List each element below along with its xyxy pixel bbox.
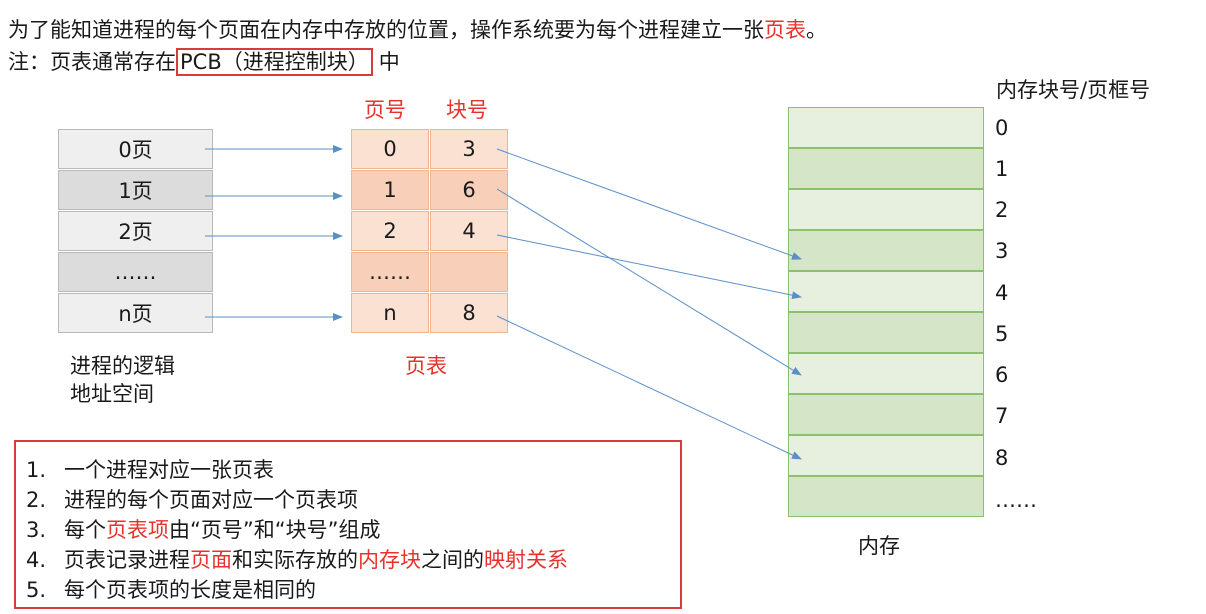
note-item: 1.一个进程对应一张页表 xyxy=(26,458,274,482)
page-table-block-cell xyxy=(430,252,508,292)
memory-block xyxy=(788,230,984,271)
memory-block xyxy=(788,353,984,394)
memory-block-number: 8 xyxy=(995,446,1009,470)
memory-block xyxy=(788,435,984,476)
memory-block-number: 2 xyxy=(995,198,1009,222)
logical-page-cell: 2页 xyxy=(58,211,213,251)
logical-page-cell: …… xyxy=(58,252,213,292)
header-line-1-end: 。 xyxy=(806,18,827,42)
page-table-block-cell: 3 xyxy=(430,129,508,169)
arrow-entry-n-to-block-8 xyxy=(496,315,802,460)
note-item: 5.每个页表项的长度是相同的 xyxy=(26,578,316,602)
header-line-1-text: 为了能知道进程的每个页面在内存中存放的位置，操作系统要为每个进程建立一张 xyxy=(8,18,764,42)
header-line-1: 为了能知道进程的每个页面在内存中存放的位置，操作系统要为每个进程建立一张页表。 xyxy=(8,14,827,44)
memory-block-number: 3 xyxy=(995,239,1009,263)
memory-caption: 内存 xyxy=(858,534,900,558)
memory-block-number: 0 xyxy=(995,116,1009,140)
header-line-2-suffix: 中 xyxy=(378,50,400,74)
memory-block xyxy=(788,189,984,230)
notes-box: 1.一个进程对应一张页表 2.进程的每个页面对应一个页表项 3.每个页表项由“页… xyxy=(14,440,682,609)
logical-space-caption-1: 进程的逻辑 xyxy=(70,354,175,378)
header-highlight-page-table: 页表 xyxy=(764,18,806,42)
memory-block xyxy=(788,271,984,312)
memory-block-number: 7 xyxy=(995,404,1009,428)
memory-block-number: …… xyxy=(995,488,1037,512)
page-table-page-cell: n xyxy=(351,293,429,333)
memory-block xyxy=(788,148,984,189)
logical-page-cell: 0页 xyxy=(58,129,213,169)
logical-page-cell: 1页 xyxy=(58,170,213,210)
page-table-page-cell: 1 xyxy=(351,170,429,210)
page-table-page-cell: …… xyxy=(351,252,429,292)
arrow-entry-0-to-block-3 xyxy=(496,148,802,260)
logical-space-caption-2: 地址空间 xyxy=(70,382,154,406)
memory-block-number: 6 xyxy=(995,363,1009,387)
page-table-header-block: 块号 xyxy=(446,98,488,122)
page-table-page-cell: 2 xyxy=(351,211,429,251)
memory-block xyxy=(788,476,984,517)
memory-block-number: 1 xyxy=(995,157,1009,181)
memory-block xyxy=(788,312,984,353)
note-item: 3.每个页表项由“页号”和“块号”组成 xyxy=(26,518,381,542)
page-table-caption: 页表 xyxy=(405,354,447,378)
memory-block xyxy=(788,394,984,435)
memory-block-number: 5 xyxy=(995,322,1009,346)
logical-page-cell: n页 xyxy=(58,293,213,333)
page-table-header-page: 页号 xyxy=(364,98,406,122)
memory-header: 内存块号/页框号 xyxy=(996,78,1151,102)
note-item: 4.页表记录进程页面和实际存放的内存块之间的映射关系 xyxy=(26,548,568,572)
arrow-entry-2-to-block-4 xyxy=(496,234,802,300)
page-table-block-cell: 8 xyxy=(430,293,508,333)
note-item: 2.进程的每个页面对应一个页表项 xyxy=(26,488,358,512)
page-table-block-cell: 6 xyxy=(430,170,508,210)
arrow-entry-1-to-block-6 xyxy=(496,188,802,376)
pcb-boxed-label: PCB（进程控制块） xyxy=(176,48,373,76)
page-table-block-cell: 4 xyxy=(430,211,508,251)
memory-block xyxy=(788,107,984,148)
page-table-page-cell: 0 xyxy=(351,129,429,169)
memory-block-number: 4 xyxy=(995,281,1009,305)
header-line-2-prefix: 注：页表通常存在 xyxy=(8,50,176,74)
